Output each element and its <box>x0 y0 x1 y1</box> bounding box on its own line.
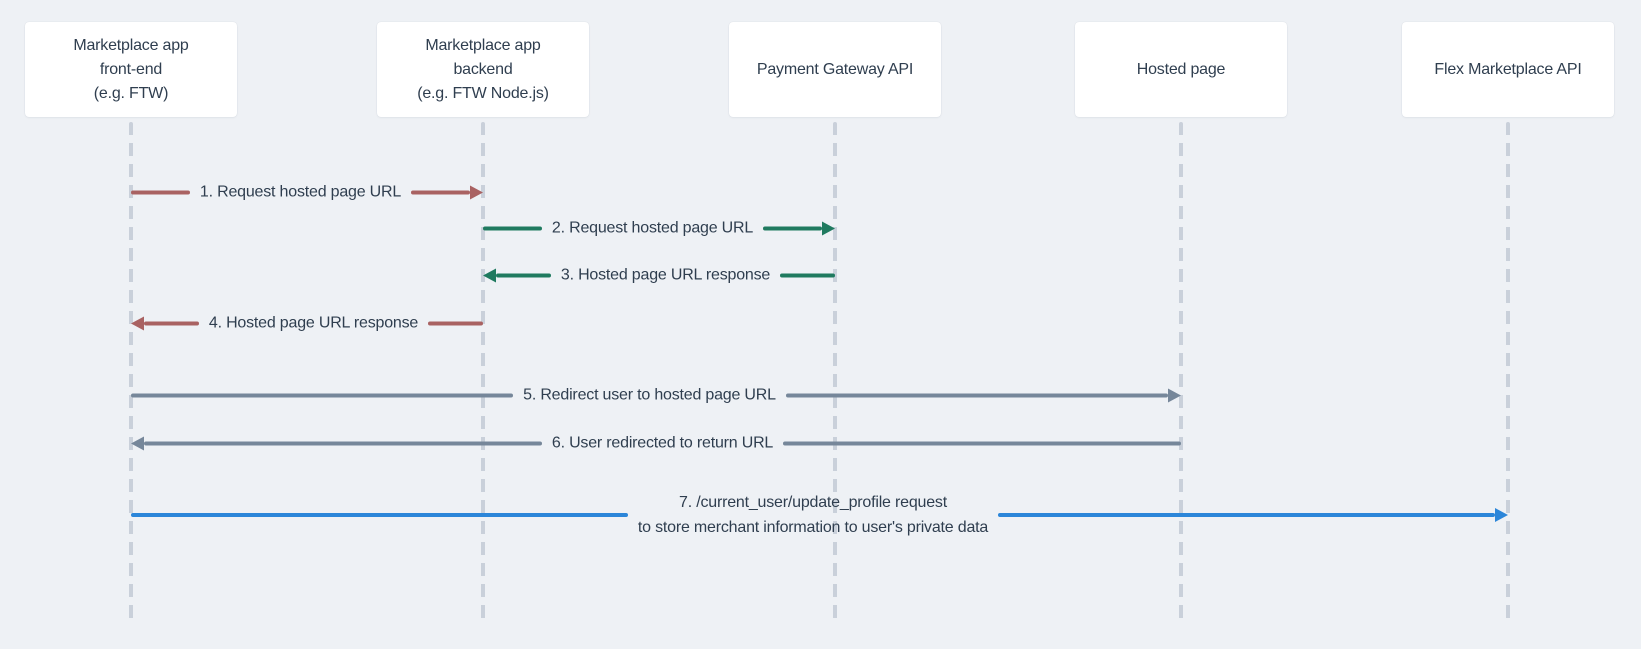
lifeline-backend <box>481 122 485 620</box>
message-1-line-left <box>131 190 190 194</box>
message-6-line-left <box>144 441 542 445</box>
participant-flex: Flex Marketplace API <box>1402 22 1614 117</box>
arrowhead-right-icon <box>1168 388 1181 402</box>
message-2: 2. Request hosted page URL <box>483 216 836 241</box>
lifeline-frontend <box>129 122 133 620</box>
message-2-line-right <box>763 226 823 230</box>
message-3: 3. Hosted page URL response <box>483 263 835 288</box>
message-4-line-left <box>144 321 199 325</box>
message-3-label: 3. Hosted page URL response <box>560 266 771 284</box>
message-6: 6. User redirected to return URL <box>131 431 1181 456</box>
participant-frontend: Marketplace app front-end (e.g. FTW) <box>25 22 237 117</box>
arrowhead-left-icon <box>131 436 144 450</box>
arrowhead-left-icon <box>131 316 144 330</box>
message-7: 7. /current_user/update_profile request … <box>131 490 1509 540</box>
lifeline-gateway <box>833 122 837 620</box>
message-4: 4. Hosted page URL response <box>131 311 483 336</box>
arrowhead-right-icon <box>822 221 836 235</box>
message-7-line-left <box>131 513 628 517</box>
lifeline-flex <box>1506 122 1510 620</box>
arrowhead-right-icon <box>1495 508 1509 522</box>
message-5-label: 5. Redirect user to hosted page URL <box>523 386 776 404</box>
message-2-label: 2. Request hosted page URL <box>551 219 754 237</box>
message-5: 5. Redirect user to hosted page URL <box>131 383 1181 408</box>
message-6-label: 6. User redirected to return URL <box>551 434 774 452</box>
message-4-label: 4. Hosted page URL response <box>208 314 419 332</box>
message-4-line-right <box>428 321 483 325</box>
message-3-line-left <box>496 273 551 277</box>
message-5-line-left <box>131 393 514 397</box>
lifeline-hosted <box>1179 122 1183 620</box>
participant-gateway: Payment Gateway API <box>729 22 941 117</box>
message-1: 1. Request hosted page URL <box>131 180 484 205</box>
message-1-label: 1. Request hosted page URL <box>199 183 402 201</box>
participant-hosted: Hosted page <box>1075 22 1287 117</box>
message-3-line-right <box>780 273 835 277</box>
arrowhead-left-icon <box>483 268 496 282</box>
participant-backend: Marketplace app backend (e.g. FTW Node.j… <box>377 22 589 117</box>
arrowhead-right-icon <box>470 185 484 199</box>
message-7-line-right <box>998 513 1496 517</box>
message-6-line-right <box>783 441 1181 445</box>
message-1-line-right <box>411 190 471 194</box>
message-5-line-right <box>785 393 1168 397</box>
message-7-label: 7. /current_user/update_profile request … <box>637 494 989 536</box>
message-2-line-left <box>483 226 542 230</box>
